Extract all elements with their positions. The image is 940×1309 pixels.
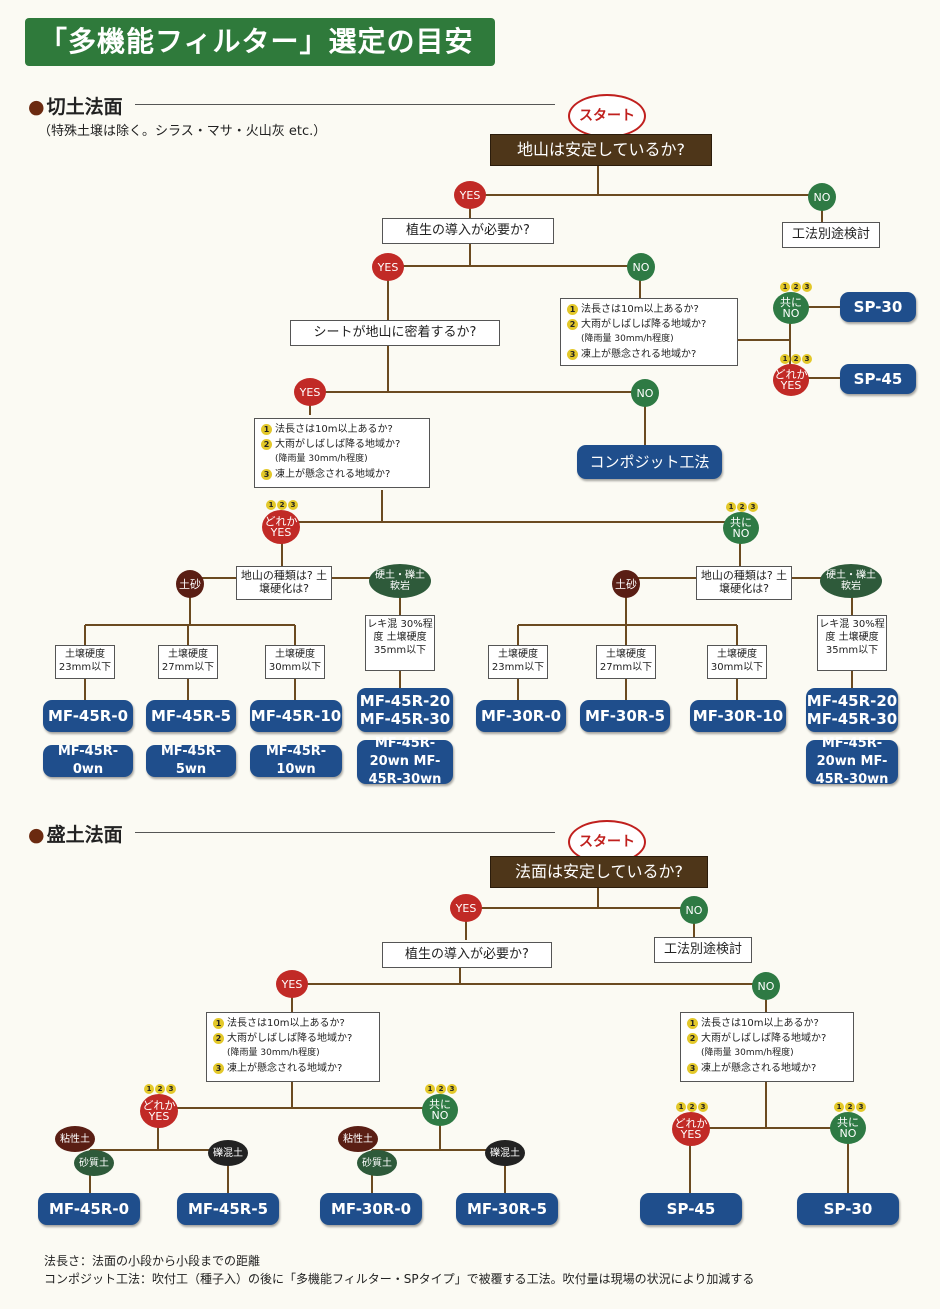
- yes-node: YES: [450, 894, 482, 922]
- question-soil-type: 地山の種類は? 土壌硬化は?: [696, 566, 792, 600]
- question-ground-stable: 地山は安定しているか?: [490, 134, 712, 166]
- no-node: NO: [680, 896, 708, 924]
- product-sp45: SP-45: [840, 364, 916, 394]
- all-no-node: 共に NO: [773, 292, 809, 324]
- hardness-box: 土壌硬度 23mm以下: [488, 645, 548, 679]
- sand-node: 砂質土: [357, 1150, 397, 1176]
- any-yes-node: どれか YES: [262, 510, 300, 544]
- product-mf30r0: MF-30R-0: [320, 1193, 422, 1225]
- sand-node: 砂質土: [74, 1150, 114, 1176]
- yes-node: YES: [294, 378, 326, 406]
- product-mf45r0wn: MF-45R-0wn: [43, 744, 133, 777]
- hard-soil-note: レキ混 30%程度 土壌硬度 35mm以下: [365, 615, 435, 671]
- no-node: NO: [752, 972, 780, 1000]
- yes-node: YES: [276, 970, 308, 998]
- hard-soil-note: レキ混 30%程度 土壌硬度 35mm以下: [817, 615, 887, 671]
- question-vegetation: 植生の導入が必要か?: [382, 942, 552, 968]
- section1-divider: [135, 104, 555, 105]
- product-mf45r0: MF-45R-0: [38, 1193, 140, 1225]
- all-no-node: 共に NO: [830, 1112, 866, 1144]
- no-node: NO: [627, 253, 655, 281]
- product-mf45r5wn: MF-45R-5wn: [146, 744, 236, 777]
- all-no-node: 共に NO: [422, 1094, 458, 1126]
- product-mf30r5: MF-30R-5: [580, 700, 670, 732]
- result-separate-study: 工法別途検討: [782, 222, 880, 248]
- page-title: 「多機能フィルター」選定の目安: [25, 18, 495, 66]
- section1-note: （特殊土壌は除く。シラス・マサ・火山灰 etc.）: [38, 124, 327, 139]
- product-sp30: SP-30: [797, 1193, 899, 1225]
- gravel-node: 礫混土: [208, 1140, 248, 1166]
- question-soil-type: 地山の種類は? 土壌硬化は?: [236, 566, 332, 600]
- hardness-box: 土壌硬度 30mm以下: [707, 645, 767, 679]
- all-no-node: 共に NO: [723, 512, 759, 544]
- question-slope-stable: 法面は安定しているか?: [490, 856, 708, 888]
- product-mf45r20-30: MF-45R-20 MF-45R-30: [357, 688, 453, 732]
- product-mf45r20wn-30wn: MF-45R-20wn MF-45R-30wn: [357, 736, 453, 787]
- product-mf30r5: MF-30R-5: [456, 1193, 558, 1225]
- yes-node: YES: [454, 181, 486, 209]
- section2-heading: ●盛土法面: [28, 824, 123, 846]
- question-vegetation: 植生の導入が必要か?: [382, 218, 554, 244]
- product-sp45: SP-45: [640, 1193, 742, 1225]
- gravel-node: 礫混土: [485, 1140, 525, 1166]
- product-mf45r5: MF-45R-5: [146, 700, 236, 732]
- soil-node: 土砂: [612, 570, 640, 598]
- question-sheet-adhere: シートが地山に密着するか?: [290, 320, 500, 346]
- hardness-box: 土壌硬度 30mm以下: [265, 645, 325, 679]
- hardness-box: 土壌硬度 23mm以下: [55, 645, 115, 679]
- hardness-box: 土壌硬度 27mm以下: [596, 645, 656, 679]
- any-yes-node: どれか YES: [140, 1094, 178, 1128]
- section1-heading: ●切土法面: [28, 96, 123, 118]
- footnote-length: 法長さ：法面の小段から小段までの距離: [44, 1254, 261, 1268]
- no-node: NO: [808, 183, 836, 211]
- product-mf45r20-30: MF-45R-20 MF-45R-30: [806, 688, 898, 732]
- soil-node: 土砂: [176, 570, 204, 598]
- hardness-box: 土壌硬度 27mm以下: [158, 645, 218, 679]
- hard-soil-node: 硬土・礫土 軟岩: [820, 564, 882, 598]
- clay-node: 粘性土: [338, 1126, 378, 1152]
- product-mf30r10: MF-30R-10: [690, 700, 786, 732]
- any-yes-node: どれか YES: [672, 1112, 710, 1146]
- product-sp30: SP-30: [840, 292, 916, 322]
- start-badge: スタート: [568, 94, 646, 138]
- any-yes-node: どれか YES: [773, 364, 809, 396]
- product-mf45r10wn: MF-45R-10wn: [250, 744, 342, 777]
- product-mf45r5: MF-45R-5: [177, 1193, 279, 1225]
- product-mf45r20wn-30wn: MF-45R-20wn MF-45R-30wn: [806, 736, 898, 787]
- section2-divider: [135, 832, 555, 833]
- product-mf45r0: MF-45R-0: [43, 700, 133, 732]
- result-separate-study: 工法別途検討: [654, 937, 752, 963]
- no-node: NO: [631, 379, 659, 407]
- product-mf45r10: MF-45R-10: [250, 700, 342, 732]
- composite-method: コンポジット工法: [577, 445, 722, 479]
- hard-soil-node: 硬土・礫土 軟岩: [369, 564, 431, 598]
- yes-node: YES: [372, 253, 404, 281]
- footnote-composite: コンポジット工法：吹付工（種子入）の後に「多機能フィルター・SPタイプ」で被覆す…: [44, 1272, 755, 1286]
- product-mf30r0: MF-30R-0: [476, 700, 566, 732]
- clay-node: 粘性土: [55, 1126, 95, 1152]
